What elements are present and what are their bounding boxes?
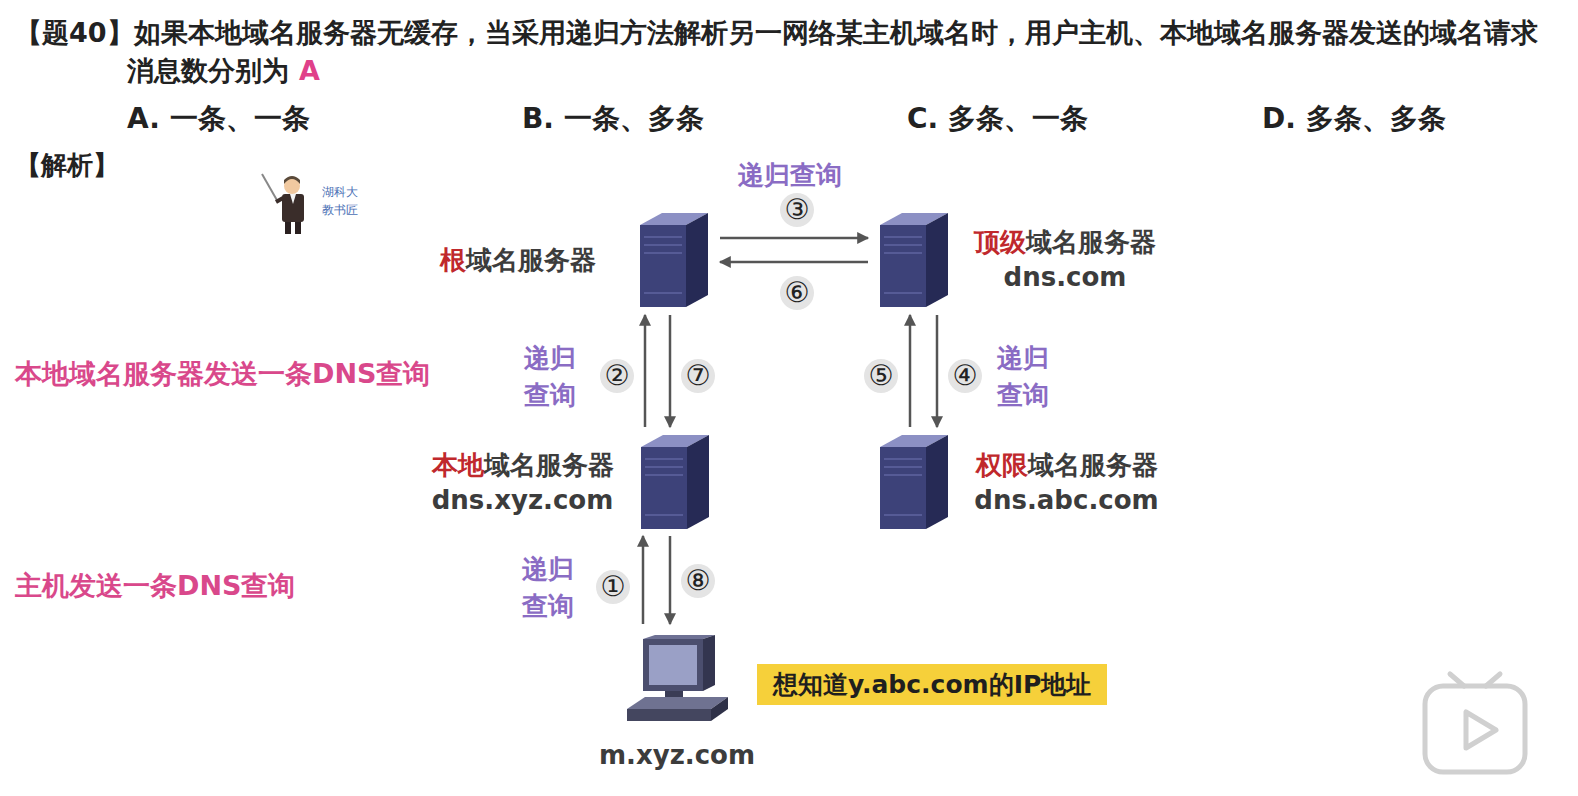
query-arrow: [669, 315, 672, 427]
step-number: ④: [948, 359, 982, 393]
tld-dns-server: 顶级域名服务器dns.com: [880, 213, 1164, 307]
query-arrow: [909, 315, 912, 427]
answer-letter: A: [299, 55, 320, 86]
node-name: 顶级域名服务器: [974, 225, 1156, 260]
query-type-label: 递归查询: [738, 160, 842, 190]
query-type-label-block: 递归查询: [522, 551, 577, 625]
query-arrow: [669, 536, 672, 624]
query-arrow: [642, 536, 645, 624]
option-text: B. 一条、多条: [522, 102, 704, 135]
domain-name: dns.abc.com: [974, 483, 1158, 518]
analysis-heading: 【解析】: [15, 150, 119, 180]
annotation-note: 本地域名服务器发送一条DNS查询: [15, 358, 430, 389]
highlight-prefix: 根: [440, 245, 466, 275]
callout-box: 想知道y.abc.com的IP地址: [757, 664, 1107, 705]
domain-name: dns.xyz.com: [432, 483, 614, 518]
step-number: ⑤: [864, 359, 898, 393]
domain-name: dns.com: [1004, 260, 1127, 295]
node-name: 本地域名服务器: [432, 448, 614, 483]
watermark-text: 教书匠: [322, 203, 358, 217]
node-name: 根域名服务器: [440, 243, 596, 278]
name-rest: 域名服务器: [484, 450, 614, 480]
label-column: 权限域名服务器dns.abc.com: [968, 435, 1165, 530]
query-type-label-block: 递归查询: [997, 340, 1052, 414]
query-type-label: 递归查询: [522, 554, 574, 621]
label-column: 顶级域名服务器dns.com: [968, 213, 1162, 307]
server-icon: [880, 213, 948, 307]
name-rest: 域名服务器: [1028, 450, 1158, 480]
query-type-label: 递归查询: [524, 343, 576, 410]
option-text: D. 多条、多条: [1262, 102, 1446, 135]
video-player-icon: [1425, 674, 1525, 772]
query-arrow: [720, 261, 868, 264]
option-text-block: A. 一条、一条: [127, 101, 310, 137]
name-rest: 域名服务器: [466, 245, 596, 275]
highlight-prefix: 本地: [432, 450, 484, 480]
option-text: C. 多条、一条: [907, 102, 1088, 135]
node-name: 权限域名服务器: [976, 448, 1158, 483]
name-rest: 域名服务器: [1026, 227, 1156, 257]
highlight-prefix: 顶级: [974, 227, 1026, 257]
teacher-cartoon: [262, 174, 304, 234]
query-type-label: 递归查询: [997, 343, 1049, 410]
step-number: ⑦: [681, 359, 715, 393]
authoritative-dns-server: 权限域名服务器dns.abc.com: [880, 435, 1167, 530]
server-icon: [641, 435, 709, 529]
step-number: ③: [780, 193, 814, 227]
annotation-note-block: 本地域名服务器发送一条DNS查询: [15, 356, 430, 391]
query-type-label-block: 递归查询: [738, 158, 842, 192]
step-number: ⑥: [780, 276, 814, 310]
query-type-label-block: 递归查询: [524, 340, 579, 414]
client-host: m.xyz.com: [592, 630, 762, 772]
watermark-text: 湖科大: [322, 185, 358, 199]
question-text-block: 【题40】如果本地域名服务器无缓存，当采用递归方法解析另一网络某主机域名时，用户…: [15, 14, 1550, 90]
highlight-prefix: 权限: [976, 450, 1028, 480]
watermark-text-block: 湖科大: [322, 184, 358, 200]
server-icon: [880, 435, 948, 529]
annotation-note-block: 主机发送一条DNS查询: [15, 568, 295, 603]
watermark-text-block: 教书匠: [322, 202, 358, 218]
computer-icon: [627, 635, 728, 721]
analysis-heading-block: 【解析】: [15, 148, 119, 182]
annotation-note: 主机发送一条DNS查询: [15, 570, 295, 601]
query-arrow: [644, 315, 647, 427]
step-number: ①: [596, 570, 630, 604]
local-dns-server: 本地域名服务器dns.xyz.com: [420, 435, 710, 530]
question-text: 【题40】如果本地域名服务器无缓存，当采用递归方法解析另一网络某主机域名时，用户…: [15, 17, 1538, 86]
option-text-block: C. 多条、一条: [907, 101, 1088, 137]
step-number: ⑧: [681, 564, 715, 598]
option-text-block: D. 多条、多条: [1262, 101, 1446, 137]
query-arrow: [936, 315, 939, 427]
root-dns-server: 根域名服务器: [420, 213, 708, 307]
node-name: 想知道y.abc.com的IP地址: [773, 667, 1091, 702]
label-column: 本地域名服务器dns.xyz.com: [420, 435, 625, 530]
server-icon: [640, 213, 708, 307]
step-number: ②: [600, 359, 634, 393]
label-column: m.xyz.com: [592, 738, 762, 772]
node-name: m.xyz.com: [599, 738, 755, 773]
label-column: 根域名服务器: [420, 213, 615, 307]
option-text-block: B. 一条、多条: [522, 101, 704, 137]
option-text: A. 一条、一条: [127, 102, 310, 135]
query-arrow: [720, 237, 868, 240]
